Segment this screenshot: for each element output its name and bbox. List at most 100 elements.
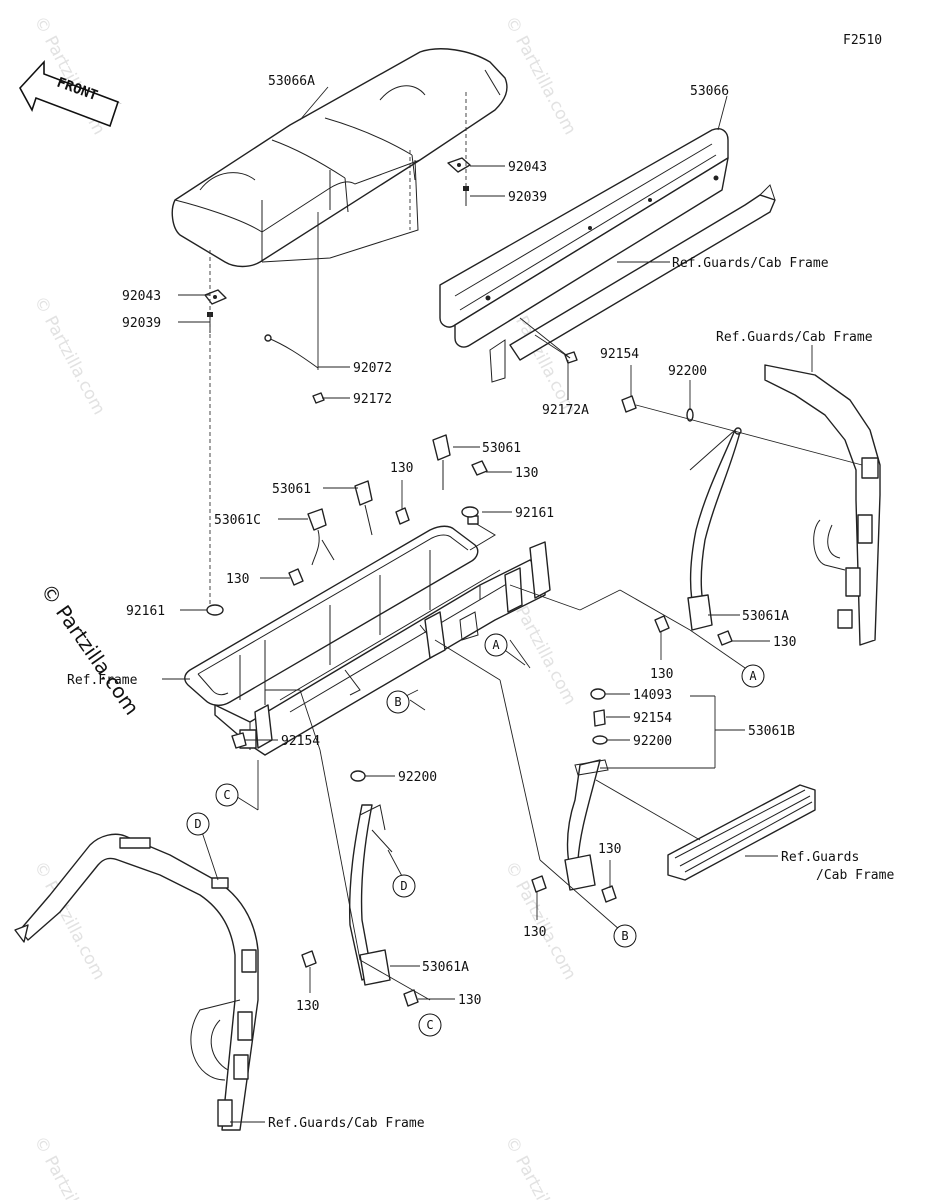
bolt-92154-mid-icon	[593, 709, 606, 727]
buckle-53061C-icon	[307, 508, 335, 566]
label-92172A: 92172A	[542, 403, 589, 418]
left-guard-tube-drawing	[14, 833, 259, 1131]
label-92172: 92172	[353, 392, 392, 407]
label-130-e: 130	[650, 667, 673, 682]
seat-cushion-drawing	[171, 48, 508, 268]
label-92039-top: 92039	[508, 190, 547, 205]
pin-92039-top-icon	[463, 186, 469, 206]
backrest-drawing	[439, 128, 729, 348]
label-53061C: 53061C	[214, 513, 261, 528]
label-53066A: 53066A	[268, 74, 315, 89]
label-92154-mid: 92154	[633, 711, 672, 726]
watermark: © Partzilla.com	[501, 1133, 580, 1200]
label-92200-top: 92200	[668, 364, 707, 379]
label-92072: 92072	[353, 361, 392, 376]
figure-code: F2510	[843, 33, 882, 48]
label-130-i: 130	[296, 999, 319, 1014]
label-53061A-right: 53061A	[742, 609, 789, 624]
bolt-130-icon	[471, 460, 488, 476]
strap-92072-icon	[264, 334, 319, 369]
bolt-130-icon	[717, 630, 733, 646]
svg-text:D: D	[194, 817, 201, 831]
label-14093: 14093	[633, 688, 672, 703]
label-92200-left: 92200	[398, 770, 437, 785]
clip-92043-left-icon	[204, 289, 227, 305]
bolt-92154-left-icon	[231, 732, 247, 749]
svg-text:D: D	[400, 879, 407, 893]
label-53061A-bottom: 53061A	[422, 960, 469, 975]
label-ref-guards-top: Ref.Guards/Cab Frame	[672, 256, 829, 271]
label-92161-left: 92161	[126, 604, 165, 619]
watermark: © Partzilla.com	[501, 13, 580, 138]
bolt-130-icon	[654, 615, 670, 633]
callout-d-belt: D	[392, 874, 416, 898]
callout-b-top: B	[386, 690, 410, 714]
svg-text:A: A	[492, 638, 500, 652]
callout-d-left: D	[186, 812, 210, 836]
seatbelt-53061B-drawing	[564, 759, 609, 891]
label-ref-guards-mid-1: Ref.Guards	[781, 850, 859, 865]
label-130-g: 130	[523, 925, 546, 940]
watermark: © Partzilla.com	[30, 1133, 109, 1200]
label-53066: 53066	[690, 84, 729, 99]
callout-a-right: A	[741, 664, 765, 688]
label-130-a: 130	[515, 466, 538, 481]
right-guard-tube-drawing	[764, 364, 881, 646]
label-92043-top: 92043	[508, 160, 547, 175]
label-130-f: 130	[598, 842, 621, 857]
label-ref-guards-mid-2: /Cab Frame	[816, 868, 894, 883]
label-ref-guards-bottom: Ref.Guards/Cab Frame	[268, 1116, 425, 1131]
bolt-130-icon	[301, 950, 317, 968]
label-92039-left: 92039	[122, 316, 161, 331]
label-53061-a: 53061	[482, 441, 521, 456]
upper-guard-tube-drawing	[489, 184, 776, 383]
label-ref-frame: Ref.Frame	[67, 673, 138, 688]
bolt-130-icon	[395, 507, 410, 525]
front-arrow-icon: FRONT	[19, 59, 122, 128]
side-watermark: © Partzilla.com	[36, 579, 144, 719]
label-130-h: 130	[458, 993, 481, 1008]
washer-92200-mid-icon	[592, 735, 608, 745]
leader-lines	[162, 86, 863, 1123]
clip-92043-top-icon	[447, 157, 471, 173]
callout-c-top: C	[215, 783, 239, 807]
part-labels: 53066A 53066 92043 92039 Ref.Guards/Cab …	[67, 74, 894, 1131]
svg-text:A: A	[749, 669, 757, 683]
callout-a-top: A	[484, 633, 508, 657]
label-130-b: 130	[390, 461, 413, 476]
label-92154-left: 92154	[281, 734, 320, 749]
buckle-53061-right-icon	[432, 434, 451, 490]
label-92154-top: 92154	[600, 347, 639, 362]
label-53061-b: 53061	[272, 482, 311, 497]
cap-14093-icon	[590, 688, 606, 700]
grommet-92161-icon	[206, 604, 224, 616]
label-130-c: 130	[226, 572, 249, 587]
callout-b-bottom: B	[613, 924, 637, 948]
seatbelt-retractor-left-drawing	[348, 804, 393, 986]
watermark: © Partzilla.com	[30, 293, 109, 418]
bolt-130-icon	[531, 875, 547, 893]
seat-frame-drawing	[184, 515, 551, 756]
label-92161-right: 92161	[515, 506, 554, 521]
screw-92172-icon	[312, 392, 325, 404]
label-92043-left: 92043	[122, 289, 161, 304]
label-53061B: 53061B	[748, 724, 795, 739]
bolt-130-icon	[288, 568, 304, 586]
label-ref-guards-right: Ref.Guards/Cab Frame	[716, 330, 873, 345]
svg-text:B: B	[394, 695, 401, 709]
svg-text:C: C	[223, 788, 230, 802]
lower-right-guard-drawing	[667, 784, 816, 881]
grommet-92161-icon	[461, 506, 479, 518]
label-130-d: 130	[773, 635, 796, 650]
svg-text:C: C	[426, 1018, 433, 1032]
seatbelt-retractor-right-drawing	[687, 427, 742, 631]
buckle-53061-left-icon	[354, 480, 373, 536]
bolt-92154-top-icon	[621, 395, 637, 413]
bolt-130-icon	[403, 989, 419, 1007]
label-92200-mid: 92200	[633, 734, 672, 749]
callout-c-bottom: C	[418, 1013, 442, 1037]
svg-text:B: B	[621, 929, 628, 943]
washer-92200-left-icon	[350, 770, 366, 782]
screw-92172A-icon	[564, 351, 578, 364]
